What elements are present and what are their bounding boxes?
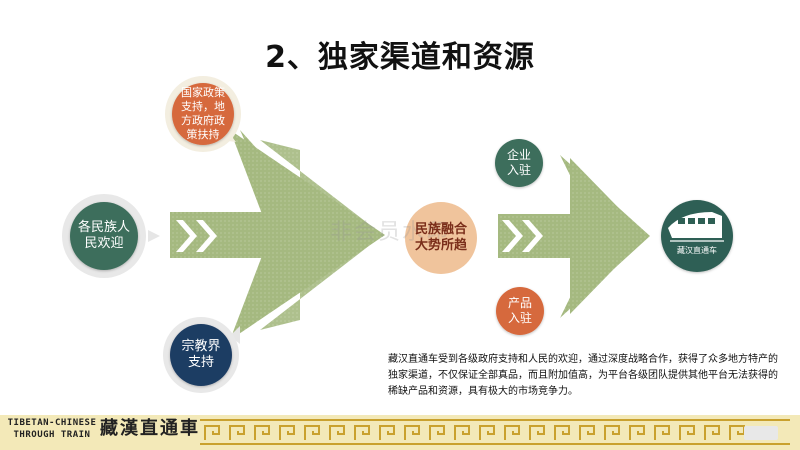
- people-label: 各民族人 民欢迎: [77, 220, 130, 251]
- enterprise-bubble: [495, 139, 543, 187]
- religion-bubble: [170, 324, 232, 386]
- product-bubble: [496, 287, 544, 335]
- religion-label: 宗教界 支持: [181, 339, 221, 370]
- brand-english: TIBETAN-CHINESE THROUGH TRAIN: [7, 418, 97, 440]
- enterprise-label: 企业 入驻: [506, 148, 531, 177]
- center-bubble: [405, 202, 477, 274]
- description-text: 藏汉直通车受到各级政府支持和人民的欢迎，通过深度战略合作，获得了众多地方特产的独…: [388, 354, 778, 397]
- main-arrow: [170, 130, 385, 340]
- people-pointer: [148, 230, 160, 242]
- product-label: 产品 入驻: [507, 296, 532, 325]
- train-icon: [668, 212, 724, 242]
- policy-bubble: [172, 83, 234, 145]
- people-bubble: [70, 202, 138, 270]
- train-label: 藏汉直通车: [677, 246, 717, 255]
- religion-pointer: [230, 326, 240, 344]
- center-label: 民族融合 大势所趋: [414, 222, 467, 253]
- policy-label: 国家政策 支持，地 方政府政 策扶持: [181, 86, 225, 141]
- chevron-right-icon: [176, 220, 217, 252]
- footer-pattern: [200, 419, 790, 445]
- slide-number-badge: [744, 426, 778, 440]
- watermark: 非会员水印: [330, 220, 451, 245]
- secondary-arrow: [498, 155, 650, 318]
- page-title: 2、独家渠道和资源: [265, 40, 535, 75]
- brand-chinese: 藏漢直通車: [100, 418, 200, 439]
- chevron-right-icon: [502, 220, 543, 252]
